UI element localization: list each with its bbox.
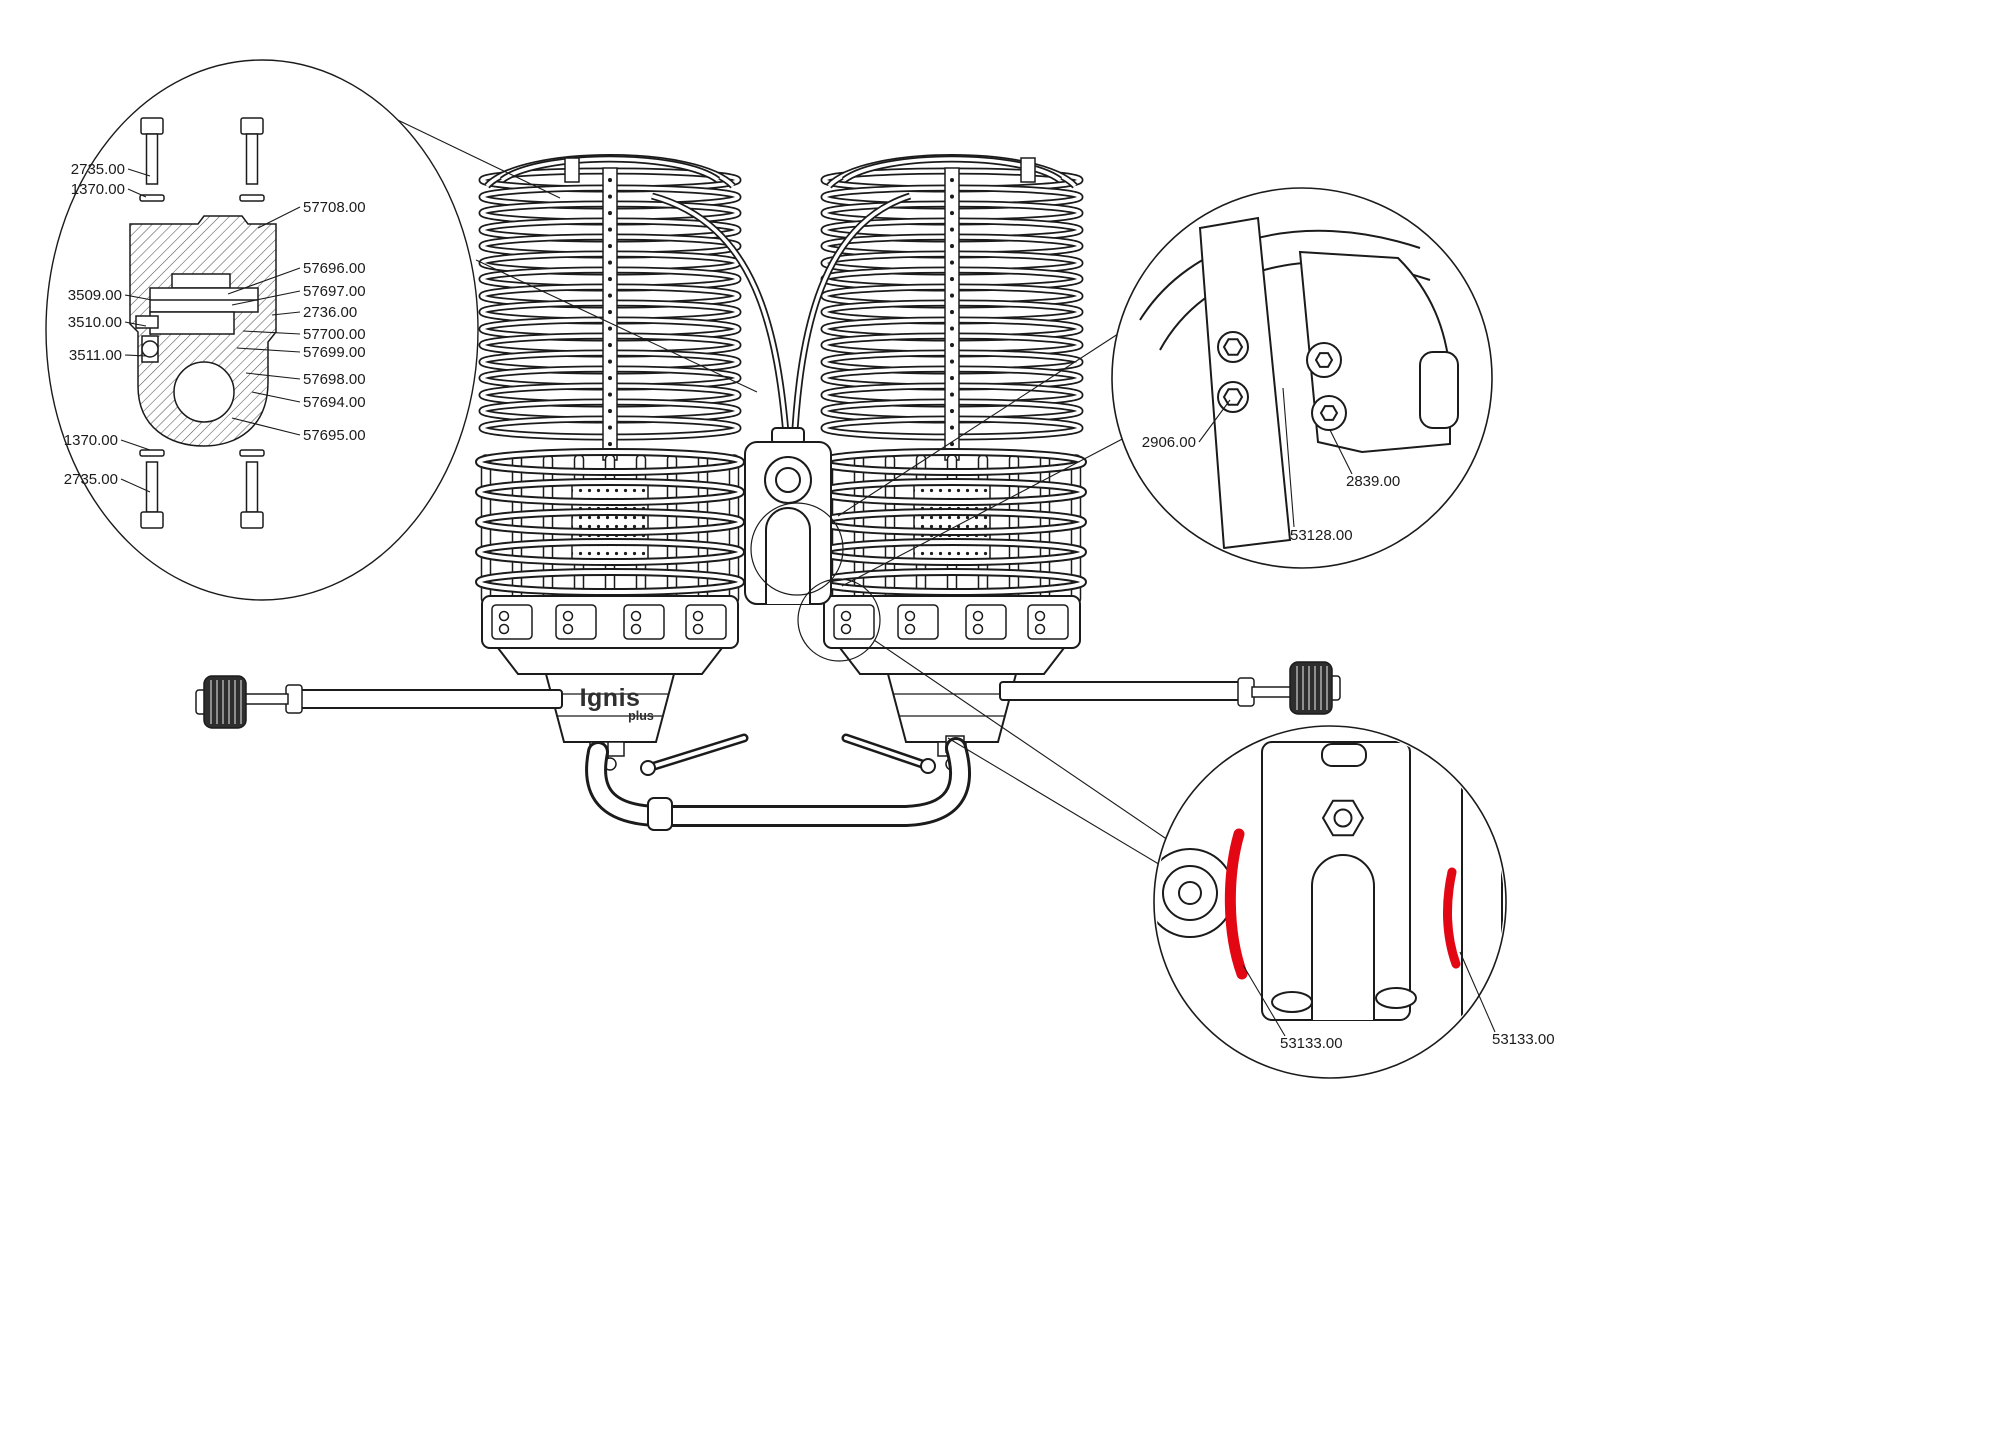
main-assembly: Ignis plus [195,154,1341,831]
part-label: 2906.00 [1142,434,1196,451]
part-label: 57694.00 [303,394,366,411]
part-label: 57697.00 [303,283,366,300]
part-label: 57708.00 [303,199,366,216]
burner-right [790,154,1083,774]
brand-suffix: plus [628,709,654,723]
valve-arm-tube-left [297,689,563,709]
blast-lever-left [640,733,749,776]
part-label: 53133.00 [1492,1031,1555,1048]
blast-lever-right [841,733,936,774]
center-gimbal-bracket [744,427,832,605]
part-label: 57696.00 [303,260,366,277]
perforated-can [571,479,649,563]
control-knob-right[interactable] [1289,661,1333,715]
burner-can-left [479,452,741,604]
part-label: 3509.00 [68,287,122,304]
part-label: 1370.00 [64,432,118,449]
source-circle-bolts [750,502,844,596]
coil-fitting [1020,157,1036,183]
part-label: 2839.00 [1346,473,1400,490]
part-label: 57700.00 [303,326,366,343]
part-label: 57699.00 [303,344,366,361]
base-band-right [823,595,1081,649]
control-knob-left[interactable] [203,675,247,729]
part-label: 57698.00 [303,371,366,388]
source-circle-seals [797,578,881,662]
valve-arm-tube-right [999,681,1241,701]
frame-coupler [647,797,673,831]
seal-detail-callouts: 53133.00 53133.00 [1242,951,1555,1052]
detail-seals: 53133.00 53133.00 [1153,725,1555,1079]
perforated-can [913,479,991,563]
burner-can-right [821,452,1083,604]
part-label: 2735.00 [64,471,118,488]
part-label: 3510.00 [68,314,122,331]
bolt-detail-drawing [1139,216,1459,550]
seal-detail-drawing [1156,741,1503,1021]
valve-arm-right [999,661,1341,715]
part-label: 2735.00 [71,161,125,178]
valve-section-callouts: 2735.00 1370.00 57708.00 57696.00 57697.… [64,161,366,493]
base-band-left [481,595,739,649]
brand-label: Ignis plus [580,684,654,723]
coil-fitting [564,157,580,183]
part-label: 2736.00 [303,304,357,321]
valve-section-drawing [129,117,277,529]
frame-handle [585,735,971,831]
detail-valve-section: 2735.00 1370.00 57708.00 57696.00 57697.… [45,59,479,601]
part-label: 57695.00 [303,427,366,444]
valve-skirt-right [837,647,1067,675]
brand-name: Ignis [580,684,641,712]
seal-highlight-left [1224,828,1248,980]
part-label: 53128.00 [1290,527,1353,544]
valve-arm-left [195,675,563,729]
seal-highlight-right [1443,867,1461,969]
valve-skirt-left [495,647,725,675]
part-label: 3511.00 [69,347,122,364]
burner-left: Ignis plus [479,154,791,776]
bolt-detail-callouts: 2906.00 2839.00 53128.00 [1142,387,1400,544]
part-label: 1370.00 [71,181,125,198]
part-label: 53133.00 [1280,1035,1343,1052]
detail-bolts: 2906.00 2839.00 53128.00 [1111,187,1493,569]
